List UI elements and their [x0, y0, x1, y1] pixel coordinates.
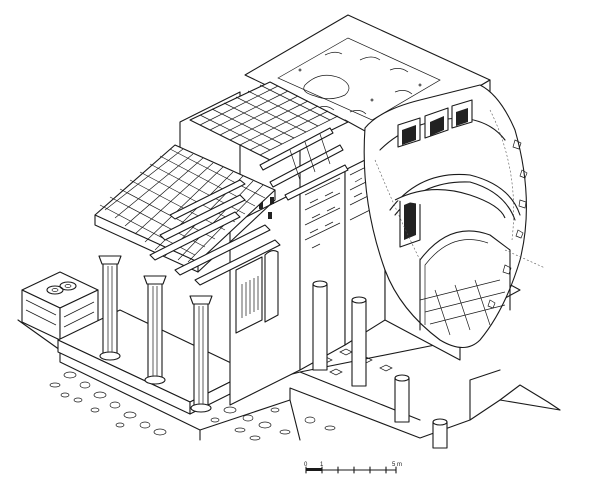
portico-columns [98, 255, 448, 449]
scale-label-0: 0 [304, 462, 308, 468]
cutaway-section [363, 84, 546, 349]
roof-timbers [149, 127, 349, 286]
scale-bar: 0 1 5 m [304, 462, 402, 474]
scale-label-1: 1 [320, 462, 324, 468]
scale-label-5m: 5 m [392, 462, 402, 468]
altar-block [21, 271, 99, 341]
